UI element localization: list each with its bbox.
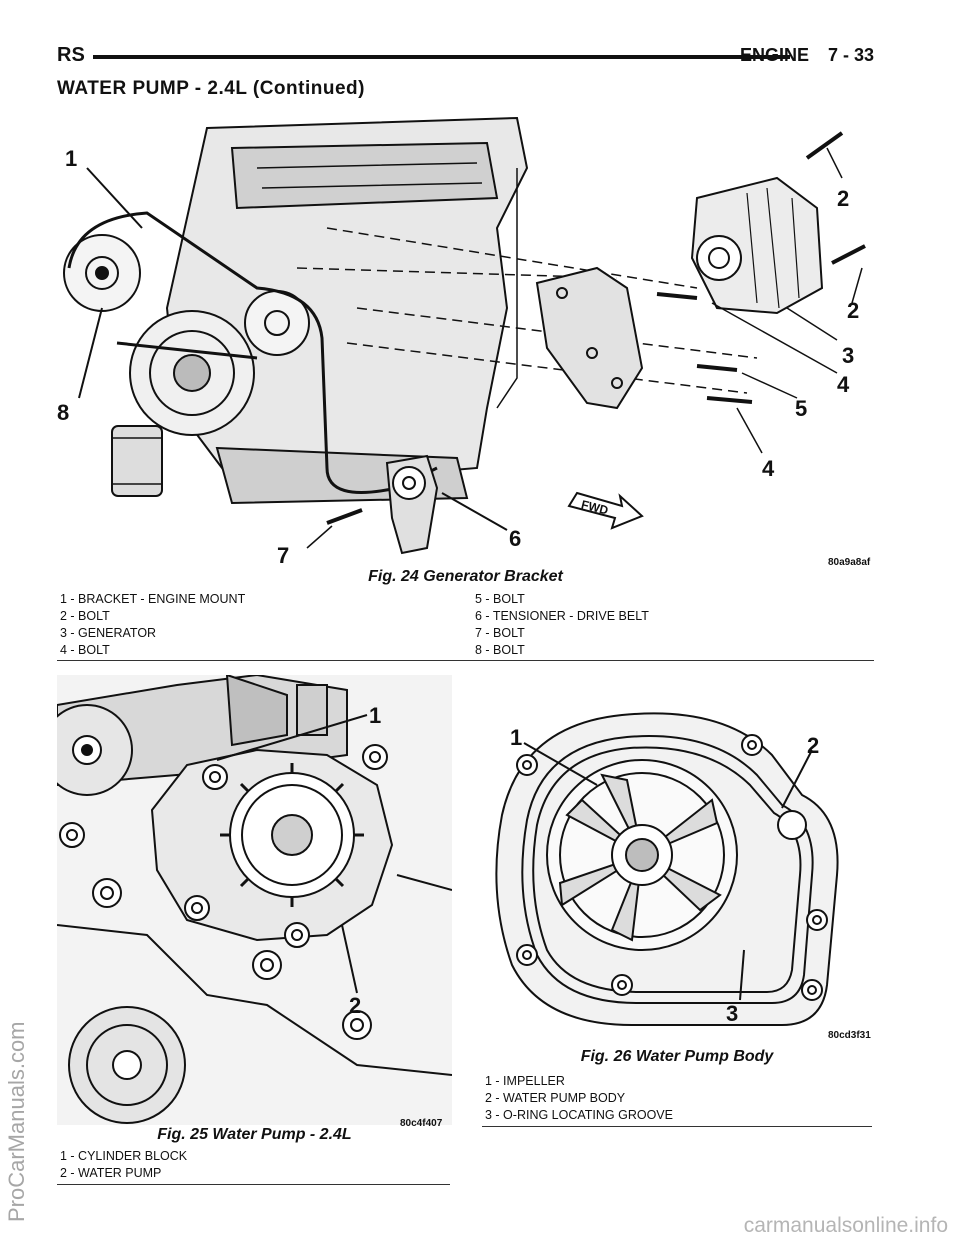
fig25-caption: Fig. 25 Water Pump - 2.4L	[157, 1126, 352, 1143]
fig26-legend-item: 3 - O-RING LOCATING GROOVE	[485, 1108, 673, 1122]
fig26-callout-2: 2	[807, 733, 819, 758]
fig25-code: 80c4f407	[400, 1118, 443, 1129]
header-section: ENGINE	[739, 45, 809, 65]
fig25-legend-item: 1 - CYLINDER BLOCK	[60, 1149, 188, 1163]
fig26-code: 80cd3f31	[828, 1030, 871, 1041]
fig26-legend-item: 2 - WATER PUMP BODY	[485, 1091, 626, 1105]
fig24-callout-5: 5	[795, 396, 807, 421]
fig24-callout-4b: 4	[762, 456, 775, 481]
header-model: RS	[57, 44, 85, 66]
fig24-callout-2a: 2	[837, 186, 849, 211]
fig26-callout-1: 1	[510, 725, 522, 750]
fig25-illustration: 1 2	[57, 675, 452, 1125]
header-section-page: ENGINE 7 - 33	[726, 45, 874, 66]
fig24-callout-4a: 4	[837, 372, 850, 397]
fig24-callouts: 1 2 2 3 4 5 4 6 7 8	[57, 146, 859, 568]
fig24-legend-item: 1 - BRACKET - ENGINE MOUNT	[60, 592, 246, 606]
fig24-callout-6: 6	[509, 526, 521, 551]
fig24-rule	[57, 660, 874, 661]
fig26-rule	[482, 1126, 872, 1127]
fig24-code: 80a9a8af	[828, 557, 871, 568]
fig24-legend-left: 1 - BRACKET - ENGINE MOUNT 2 - BOLT 3 - …	[60, 591, 245, 659]
fig24-legend-item: 8 - BOLT	[475, 643, 525, 657]
fig26-illustration: 1 2 3	[482, 705, 877, 1045]
fig24-callout-7: 7	[277, 543, 289, 568]
fig26-callout-3: 3	[726, 1001, 738, 1026]
fig24-callout-1: 1	[65, 146, 77, 171]
fig24-callout-8: 8	[57, 400, 69, 425]
fig24-illustration: FWD 1 2 2 3 4 5 4 6 7 8	[57, 108, 877, 568]
fig26-legend-item: 1 - IMPELLER	[485, 1074, 565, 1088]
fig24-legend-item: 5 - BOLT	[475, 592, 525, 606]
fig26-caption: Fig. 26 Water Pump Body	[580, 1048, 774, 1065]
fig24-legend-item: 7 - BOLT	[475, 626, 525, 640]
fig25-legend: 1 - CYLINDER BLOCK 2 - WATER PUMP	[60, 1148, 187, 1182]
side-watermark: ProCarManuals.com	[4, 1021, 29, 1222]
fig25-callout-1: 1	[369, 703, 381, 728]
fig24-legend-item: 6 - TENSIONER - DRIVE BELT	[475, 609, 649, 623]
fig25-legend-item: 2 - WATER PUMP	[60, 1166, 162, 1180]
bottom-watermark: carmanualsonline.info	[743, 1214, 948, 1237]
header-page-number: 7 - 33	[827, 45, 874, 65]
fig24-legend-right: 5 - BOLT 6 - TENSIONER - DRIVE BELT 7 - …	[475, 591, 649, 659]
fig26-legend: 1 - IMPELLER 2 - WATER PUMP BODY 3 - O-R…	[485, 1073, 673, 1124]
fig25-rule	[57, 1184, 450, 1185]
section-title: WATER PUMP - 2.4L (Continued)	[57, 78, 365, 99]
fig25-callout-2: 2	[349, 993, 361, 1018]
fig24-legend-item: 2 - BOLT	[60, 609, 110, 623]
fig24-legend-item: 4 - BOLT	[60, 643, 110, 657]
fig24-caption: Fig. 24 Generator Bracket	[368, 568, 563, 585]
fwd-arrow-icon: FWD	[567, 491, 644, 530]
fig24-callout-2b: 2	[847, 298, 859, 323]
fig24-callout-3: 3	[842, 343, 854, 368]
fwd-label: FWD	[580, 497, 610, 517]
header-rule	[93, 55, 790, 59]
fig24-legend-item: 3 - GENERATOR	[60, 626, 157, 640]
page-header: RS ENGINE 7 - 33	[57, 44, 874, 74]
